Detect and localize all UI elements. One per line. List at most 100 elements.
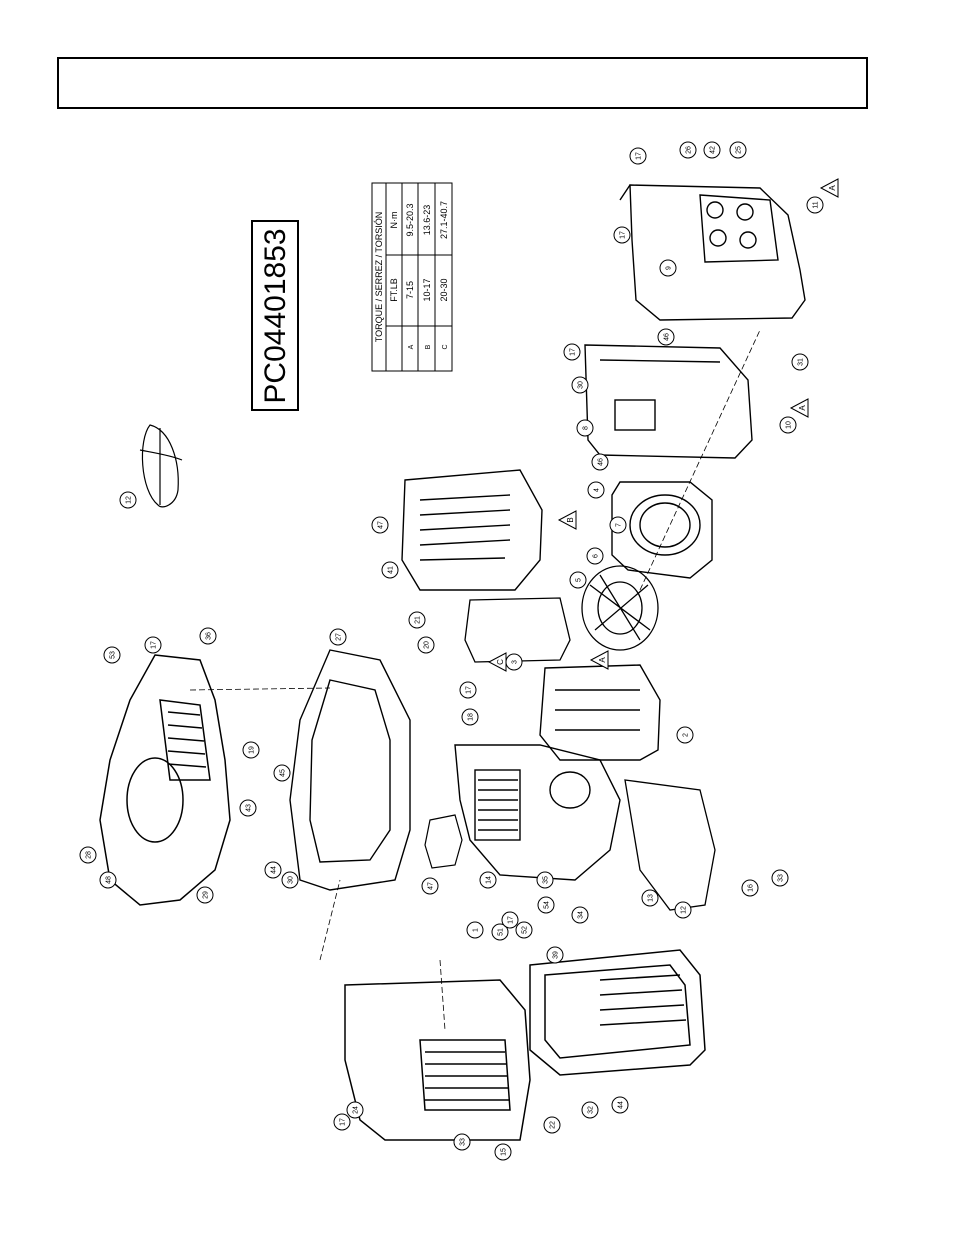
torque-flag-letter: B: [566, 517, 575, 522]
callout-number: 26: [686, 146, 693, 154]
part-1-engine: [454, 744, 621, 881]
part-8-inner-panel: [584, 344, 753, 459]
callout-number: 3: [512, 660, 519, 664]
callout-number: 24: [353, 1106, 360, 1114]
torque-row-ftlb: 20-30: [439, 278, 449, 301]
callout-circle: [144, 636, 162, 654]
callout-number: 44: [271, 866, 278, 874]
callout-number: 47: [428, 882, 435, 890]
assembly-lines: [189, 329, 761, 1031]
callout-number: 11: [813, 201, 820, 208]
callout-number: 48: [106, 876, 113, 884]
callout-number: 17: [466, 686, 473, 694]
callout-number: 25: [736, 146, 743, 154]
callout-circle: [806, 196, 824, 214]
callout-circle: [586, 547, 604, 565]
callout-circle: [199, 627, 217, 645]
torque-flag-triangle: [487, 652, 507, 672]
torque-row-key: B: [425, 344, 432, 349]
part-number-box: PC04401853: [251, 220, 299, 411]
callout-circle: [515, 921, 533, 939]
callout-circle: [771, 869, 789, 887]
callout-circle: [703, 141, 721, 159]
callout-number: 41: [388, 566, 395, 574]
callout-number: 47: [378, 521, 385, 529]
callout-number: 30: [288, 876, 295, 884]
callout-circle: [674, 901, 692, 919]
callout-number: 35: [543, 876, 550, 884]
part-4-blower-housing: [611, 481, 713, 579]
callout-number: 17: [620, 231, 627, 239]
callout-circle: [609, 516, 627, 534]
torque-flag-triangle: [557, 510, 577, 530]
callout-circle: [501, 911, 519, 929]
part-22-side-housing: [344, 979, 531, 1141]
callout-number: 10: [786, 421, 793, 429]
callout-circle: [371, 516, 389, 534]
torque-flag-triangle: [589, 650, 609, 670]
callout-circle: [239, 799, 257, 817]
torque-row-nm: 13.6-23: [422, 205, 432, 236]
callout-circle: [543, 1116, 561, 1134]
callout-circle: [281, 871, 299, 889]
part-27-top-housing: [99, 654, 231, 906]
torque-header-nm: N·m: [389, 212, 399, 229]
callout-number: 36: [206, 632, 213, 640]
header-frame: [57, 57, 868, 109]
callout-circle: [459, 681, 477, 699]
callout-number: 8: [583, 426, 590, 430]
callout-number: 52: [522, 926, 529, 934]
callout-circle: [119, 491, 137, 509]
part-14-gasket: [424, 814, 463, 869]
callout-circle: [417, 636, 435, 654]
callout-circle: [611, 1096, 629, 1114]
callout-number: 27: [336, 633, 343, 641]
part-number-text: PC04401853: [259, 228, 292, 403]
callout-number: 17: [570, 348, 577, 356]
callout-circle: [494, 1143, 512, 1161]
torque-row-key: C: [442, 344, 449, 349]
callout-number: 53: [110, 651, 117, 659]
callout-circle: [346, 1101, 364, 1119]
callout-circle: [563, 343, 581, 361]
callout-circle: [741, 879, 759, 897]
torque-flag-triangle: [819, 178, 839, 198]
callout-number: 43: [246, 804, 253, 812]
callout-number: 30: [578, 381, 585, 389]
callout-number: 45: [280, 769, 287, 777]
part-2-crankcase-cover: [539, 664, 661, 761]
callout-number: 5: [576, 578, 583, 582]
callout-circle: [408, 611, 426, 629]
callout-circle: [453, 1133, 471, 1151]
callout-circle: [333, 1113, 351, 1131]
callout-circle: [587, 481, 605, 499]
callout-number: 42: [710, 146, 717, 154]
callout-circle: [581, 1101, 599, 1119]
callout-number: 1: [473, 928, 480, 932]
callout-circle: [679, 141, 697, 159]
callout-circle: [676, 726, 694, 744]
torque-flag-letter: A: [598, 657, 607, 663]
callout-circle: [779, 416, 797, 434]
callout-number: 21: [415, 616, 422, 624]
callout-number: 19: [249, 746, 256, 754]
callout-circle: [329, 628, 347, 646]
callout-circle: [273, 764, 291, 782]
callout-circle: [79, 846, 97, 864]
callout-number: 6: [593, 554, 600, 558]
torque-flag-letter: A: [798, 405, 807, 411]
torque-row-key: A: [408, 344, 415, 349]
callout-number: 13: [648, 894, 655, 902]
part-19-frame: [289, 649, 411, 891]
callout-number: 33: [460, 1138, 467, 1146]
torque-flag-letter: A: [828, 185, 837, 191]
callout-circle: [546, 946, 564, 964]
callout-number: 22: [550, 1121, 557, 1129]
callout-number: 18: [468, 713, 475, 721]
torque-row-nm: 9.5-20.3: [405, 203, 415, 236]
callout-number: 33: [778, 874, 785, 882]
callout-number: 17: [340, 1118, 347, 1126]
callout-number: 4: [594, 488, 601, 492]
callout-circle: [591, 453, 609, 471]
